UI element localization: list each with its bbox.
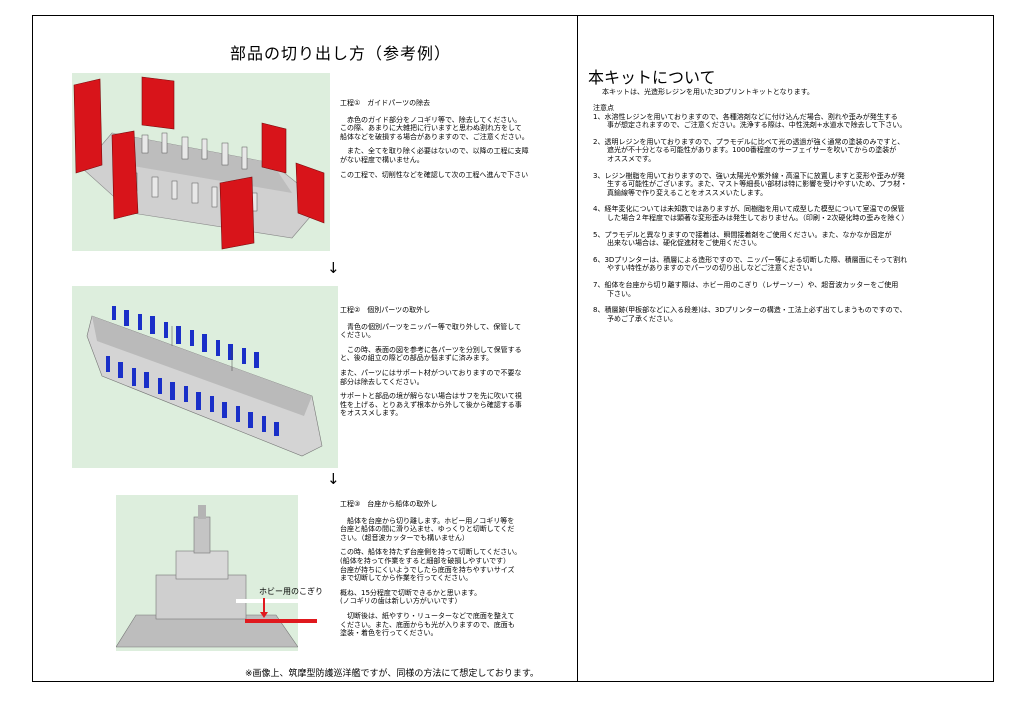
note-item: 6、3Dプリンターは、積層による造形ですので、ニッパー等による切断した際、積層面… (593, 255, 908, 273)
note-item: 7、船体を台座から切り離す際は、ホビー用のこぎり（レザーソー）や、超音波カッター… (593, 280, 899, 298)
step3-paragraph: 概ね、15分程度で切断できるかと思います。 (ノコギリの歯は新しい方がいいです） (340, 588, 482, 606)
arrow-down-2: ↓ (327, 470, 340, 488)
note-item: 3、レジン樹脂を用いておりますので、強い太陽光や紫外線・高温下に放置しますと変形… (593, 171, 908, 197)
saw-label: ホビー用のこぎり (259, 587, 323, 596)
note-item: 5、プラモデルと異なりますので接着は、瞬間接着剤をご使用ください。また、なかなか… (593, 230, 892, 248)
kit-notes: 注意点 1、水溶性レジンを用いておりますので、各種溶剤などに付け込んだ場合、割れ… (593, 104, 988, 331)
step1-image (72, 73, 330, 251)
note-item: 4、経年変化については未知数ではありますが、同樹脂を用いて成型した模型について室… (593, 205, 909, 222)
saw-arrow-shaft (263, 598, 265, 614)
step3-paragraph: この時、船体を持たず台座側を持って切断してください。 (船体を持って作業をすると… (340, 548, 522, 583)
kit-intro: 本キットは、光造形レジンを用いた3Dプリントキットとなります。 (602, 88, 814, 96)
step2-text: 工程② 個別パーツの取外し 青色の個別パーツをニッパー等で取り外して、保管して … (340, 306, 555, 424)
saw-arrow-head (260, 612, 268, 618)
page-title: 部品の切り出し方（参考例） (230, 44, 452, 63)
step2-paragraph: また、パーツにはサポート材がついておりますので不要な 部分は除去してください。 (340, 368, 522, 386)
step1-paragraph: この工程で、切削性などを確認して次の工程へ進んで下さい (340, 170, 529, 179)
step3-text: 工程③ 台座から船体の取外し 船体を台座から切り離します。ホビー用ノコギリ等を … (340, 500, 555, 644)
step2-image (72, 286, 338, 468)
step1-text: 工程① ガイドパーツの除去 赤色のガイド部分をノコギリ等で、除去してください。 … (340, 99, 555, 185)
arrow-down-1: ↓ (327, 259, 340, 277)
step1-heading: 工程① ガイドパーツの除去 (340, 99, 431, 107)
note-item: 8、積層跡(甲板部などに入る段差)は、3Dプリンターの構造・工法上必ず出てしまう… (593, 306, 907, 323)
step3-paragraph: 船体を台座から切り離します。ホビー用ノコギリ等を 台座と船体の間に滑り込ませ、ゆ… (340, 516, 515, 542)
step2-paragraph: サポートと部品の境が解らない場合はサフを先に吹いて視 性を上げる、とりあえず根本… (340, 392, 522, 418)
step3-heading: 工程③ 台座から船体の取外し (340, 500, 438, 508)
notes-list: 1、水溶性レジンを用いておりますので、各種溶剤などに付け込んだ場合、割れや歪みが… (593, 113, 988, 324)
note-item: 2、透明レジンを用いておりますので、プラモデルに比べて光の透過が強く通常の塗装の… (593, 137, 905, 163)
step3-paragraph: 切断後は、紙やすり・リューターなどで底面を整えて ください。また、底面からも光が… (340, 611, 515, 638)
step1-paragraph: 赤色のガイド部分をノコギリ等で、除去してください。 この際、あまりに大雑把に行い… (340, 115, 529, 141)
notes-heading: 注意点 (593, 104, 614, 112)
step3-image (116, 495, 298, 651)
step2-paragraph: この時、表面の図を参考に各パーツを分別して保管する と、後の組立の際どの部品か悩… (340, 345, 522, 363)
saw-blade (245, 619, 317, 623)
column-divider (577, 15, 578, 682)
page-frame (32, 15, 994, 682)
step1-paragraph: また、全てを取り除く必要はないので、以降の工程に支障 がない程度で構いません。 (340, 147, 529, 164)
note-item: 1、水溶性レジンを用いておりますので、各種溶剤などに付け込んだ場合、割れや歪みが… (593, 112, 907, 130)
bottom-note: ※画像上、筑摩型防護巡洋艦ですが、同様の方法にて想定しております。 (245, 669, 539, 679)
step2-paragraph: 青色の個別パーツをニッパー等で取り外して、保管して ください。 (340, 322, 522, 340)
kit-title: 本キットについて (588, 68, 716, 87)
step2-heading: 工程② 個別パーツの取外し (340, 306, 431, 314)
